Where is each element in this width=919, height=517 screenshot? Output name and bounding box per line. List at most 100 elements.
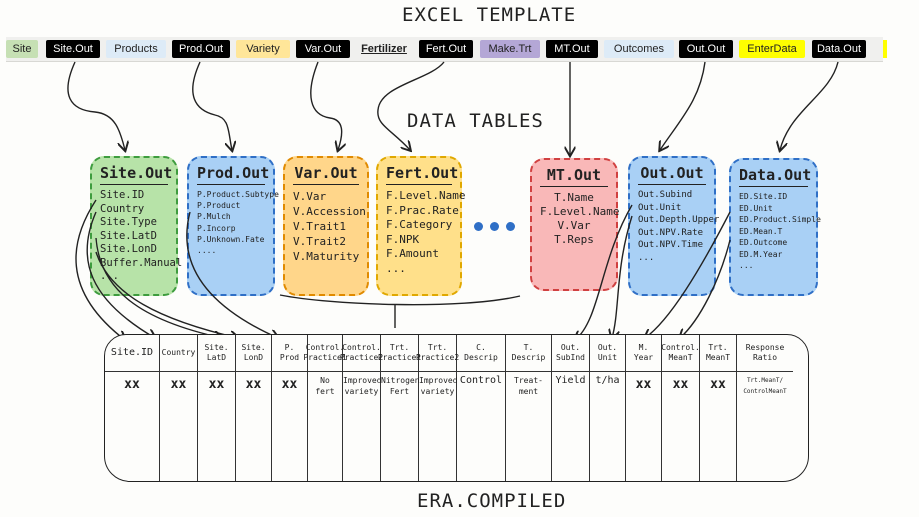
table-field: P.Unknown.Fate <box>197 234 265 244</box>
era-cell-value: xx <box>635 377 652 392</box>
era-column-header: Trt. Practice1 <box>378 335 421 372</box>
table-field: F.Level.Name <box>540 205 620 218</box>
era-column-header: P. Prod <box>272 335 307 372</box>
tab-prod-out[interactable]: Prod.Out <box>172 40 230 58</box>
tab-data-out[interactable]: Data.Out <box>812 40 866 58</box>
table-field: V.Trait1 <box>293 220 346 233</box>
era-column: Control. Practice1 No fert <box>303 335 347 481</box>
table-field: Buffer.Manual <box>100 256 183 269</box>
tab-out-out[interactable]: Out.Out <box>679 40 733 58</box>
tab-fert-out[interactable]: Fert.Out <box>419 40 473 58</box>
era-cell-value: xx <box>208 377 225 392</box>
tab-bar-edge <box>883 40 887 58</box>
era-cell-value: Control <box>459 375 503 386</box>
table-card-title: Data.Out <box>739 166 811 187</box>
table-field: Out.NPV.Time <box>638 240 704 250</box>
tab-outcomes[interactable]: Outcomes <box>604 40 674 58</box>
table-field: V.Var <box>557 219 591 232</box>
era-cell-value: xx <box>710 377 726 392</box>
tab-var-out[interactable]: Var.Out <box>296 40 350 58</box>
table-field: T.Reps <box>554 233 594 246</box>
era-cell-value: xx <box>672 377 689 392</box>
era-cell-value: xx <box>281 377 298 392</box>
era-cell-value: xx <box>170 377 187 392</box>
era-column-header: Out. SubInd <box>552 335 589 372</box>
tab-make-trt[interactable]: Make.Trt <box>480 40 540 58</box>
arrow-site-out <box>67 61 125 150</box>
table-field: Site.Type <box>100 216 157 228</box>
arrow-out-out <box>660 61 706 150</box>
table-field: Site.ID <box>100 189 145 201</box>
table-field: F.Amount <box>386 247 439 260</box>
table-field: ED.Mean.T <box>739 226 783 236</box>
era-column-header: Site. LonD <box>236 335 271 372</box>
table-field: Out.NPV.Rate <box>638 227 704 238</box>
era-cell-value: xx <box>124 377 140 392</box>
table-field: P.Product.Subtype <box>197 190 279 199</box>
table-field: V.Trait2 <box>293 235 346 248</box>
sheet-tab-bar: Site Site.Out Products Prod.Out Variety Var.O… <box>6 37 887 62</box>
table-field: V.Accession <box>293 205 366 218</box>
era-column: P. Prod xx <box>272 335 308 481</box>
era-column-header: C. Descrip <box>457 335 505 372</box>
table-card-title: MT.Out <box>540 166 608 187</box>
era-column-header: Control. MeanT <box>661 335 700 372</box>
table-field: F.Level.Name <box>386 189 466 202</box>
tab-site-out[interactable]: Site.Out <box>46 40 100 58</box>
tab-variety[interactable]: Variety <box>236 40 290 58</box>
era-column-header: Control. Practice1 <box>303 335 347 372</box>
era-column-header: Control. Practice2 <box>340 335 383 372</box>
table-field: P.Product <box>197 201 241 211</box>
tab-mt-out[interactable]: MT.Out <box>546 40 598 58</box>
era-cell-value: xx <box>245 377 262 392</box>
table-field: F.NPK <box>386 232 420 246</box>
tab-site[interactable]: Site <box>6 40 38 58</box>
data-tables-title: DATA TABLES <box>407 110 544 132</box>
era-column-header: Site. LatD <box>198 335 235 372</box>
tab-enterdata[interactable]: EnterData <box>739 40 805 58</box>
era-column: Country xx <box>160 335 198 481</box>
merge-bracket <box>279 294 521 328</box>
arrow-prod-out <box>192 61 232 150</box>
table-field: Out.Depth.Upper <box>638 215 720 225</box>
tab-products[interactable]: Products <box>106 40 166 58</box>
era-cell-value: No fert <box>315 376 335 396</box>
table-field: ... <box>638 252 655 263</box>
table-field: P.Mulch <box>197 212 231 222</box>
table-field: Country <box>100 202 145 215</box>
tab-fertilizer[interactable]: Fertilizer <box>356 40 412 58</box>
arrow-fert-out <box>377 61 445 150</box>
era-cell-value: Treat- ment <box>514 376 543 396</box>
table-card-title: Out.Out <box>638 164 706 185</box>
table-field: Site.LonD <box>100 243 157 255</box>
excel-template-title: EXCEL TEMPLATE <box>402 4 577 26</box>
era-column: Site. LonD xx <box>236 335 272 481</box>
era-column-header: Trt. Practice2 <box>416 335 459 372</box>
era-column-header: T. Descrip <box>506 335 551 372</box>
era-column-header: Out. Unit <box>590 335 625 372</box>
era-column: Site. LatD xx <box>198 335 236 481</box>
table-card-title: Prod.Out <box>197 164 269 185</box>
table-field: ... <box>386 261 406 275</box>
table-field: ED.Unit <box>739 203 773 213</box>
arrow-var-out <box>310 61 342 150</box>
era-column-header: Country <box>160 335 197 372</box>
era-cell-value: Improved variety <box>419 376 458 396</box>
era-cell-value: Trt.MeanT/ ControlMeanT <box>743 377 787 395</box>
era-compiled-title: ERA.COMPILED <box>417 490 567 512</box>
